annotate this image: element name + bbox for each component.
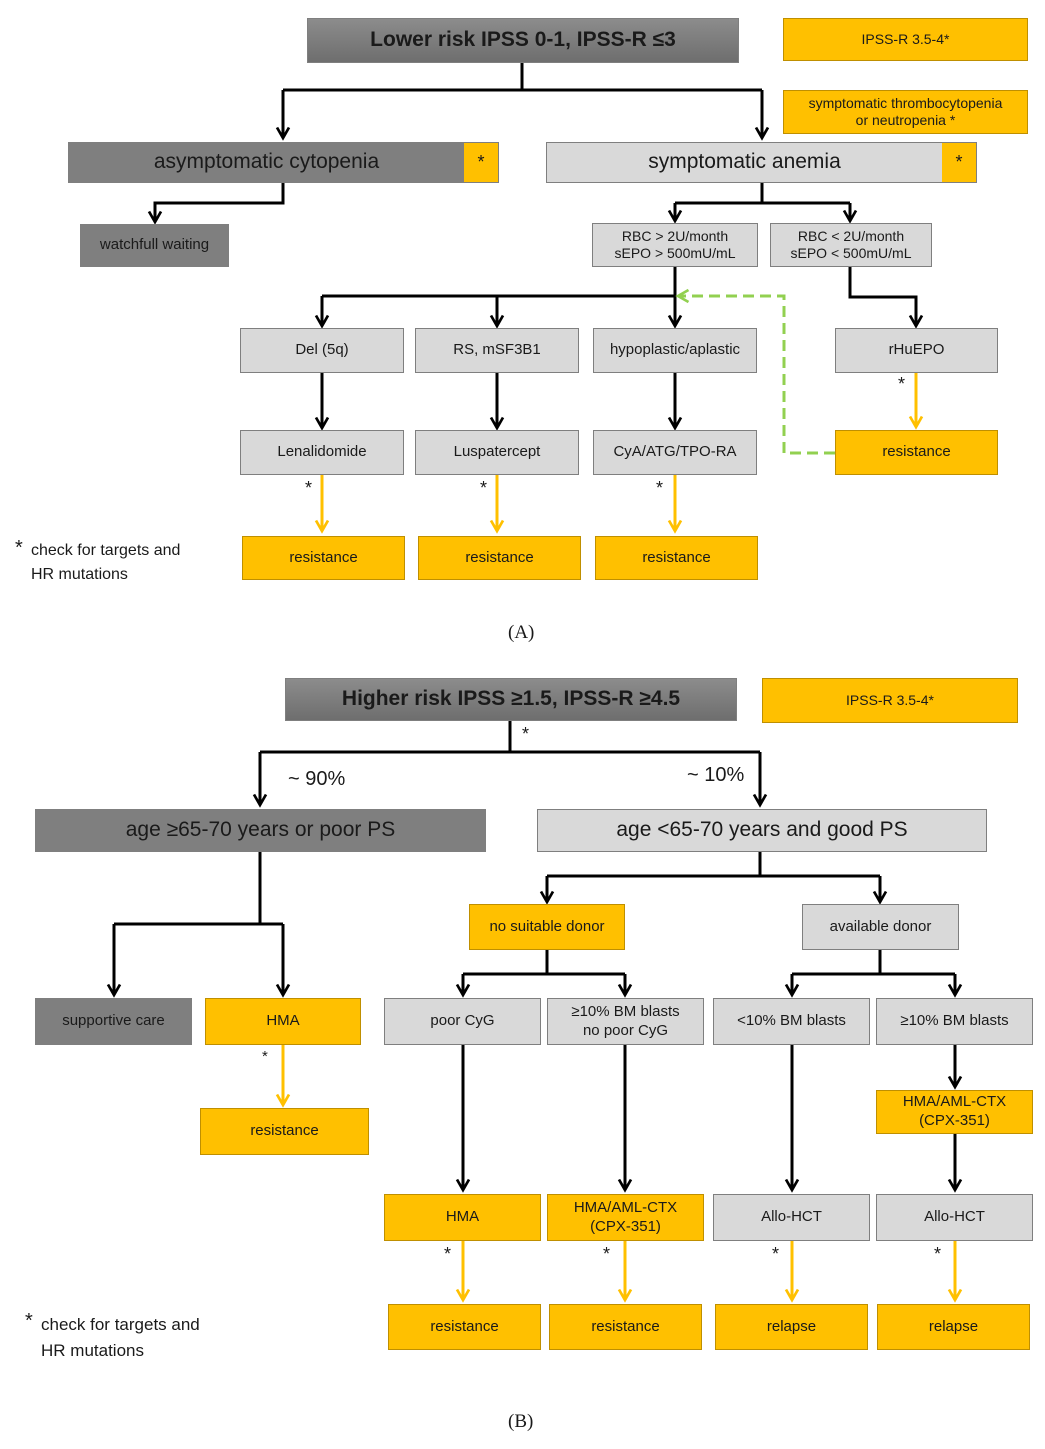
a-legend-symptomatic: symptomatic thrombocytopenia or neutrope…: [783, 90, 1028, 134]
b-blasts-no-poor-box: ≥10% BM blasts no poor CyG: [547, 998, 704, 1045]
arrow-a-dashed-green-return: [675, 288, 835, 455]
a-cya-box: CyA/ATG/TPO-RA: [593, 430, 757, 475]
b-hma-aml-mid-box: HMA/AML-CTX (CPX-351): [547, 1194, 704, 1241]
b-footnote-star: *: [25, 1310, 33, 1332]
b-allo-high-relapse-box: relapse: [877, 1304, 1030, 1350]
a-star-rhuepo: *: [898, 374, 906, 394]
a-luspatercept-box: Luspatercept: [415, 430, 579, 475]
b-blasts-low-box: <10% BM blasts: [713, 998, 870, 1045]
b-age-old-box: age ≥65-70 years or poor PS: [35, 809, 486, 852]
a-symptomatic-label: symptomatic anemia: [648, 150, 841, 174]
a-star-lus: *: [480, 478, 488, 498]
panel-a-yellow-arrows: [314, 373, 924, 534]
a-symptomatic-box: symptomatic anemia *: [546, 142, 977, 183]
b-hma-aml-right-box: HMA/AML-CTX (CPX-351): [876, 1090, 1033, 1134]
panel-b-yellow-arrows: [275, 1045, 963, 1303]
panel-a-black-arrows: [147, 63, 924, 431]
a-asymptomatic-box: asymptomatic cytopenia *: [68, 142, 499, 183]
b-star-hma-left: *: [262, 1048, 268, 1065]
a-footnote: check for targets and HR mutations: [31, 542, 181, 583]
b-star-hma-aml: *: [603, 1244, 611, 1264]
a-rhuepo-box: rHuEPO: [835, 328, 998, 373]
a-rs-box: RS, mSF3B1: [415, 328, 579, 373]
a-lus-resistance-box: resistance: [418, 536, 581, 580]
a-cya-resistance-box: resistance: [595, 536, 758, 580]
a-star-len: *: [305, 478, 313, 498]
b-hma-aml-resistance-box: resistance: [549, 1304, 702, 1350]
b-footnote: check for targets and HR mutations: [41, 1315, 200, 1360]
b-hma-left-box: HMA: [205, 998, 361, 1045]
b-available-donor-box: available donor: [802, 904, 959, 950]
b-no-donor-box: no suitable donor: [469, 904, 625, 950]
a-panel-label: (A): [508, 622, 535, 643]
b-pct-10: ~ 10%: [687, 764, 745, 786]
b-star-title: *: [522, 724, 530, 744]
a-rhuepo-resistance-box: resistance: [835, 430, 998, 475]
b-hma-mid-box: HMA: [384, 1194, 541, 1241]
arrow-a-to-rhuepo: [848, 267, 924, 329]
a-title-box: Lower risk IPSS 0-1, IPSS-R ≤3: [307, 18, 739, 63]
b-blasts-high-box: ≥10% BM blasts: [876, 998, 1033, 1045]
b-allo-low-relapse-box: relapse: [715, 1304, 868, 1350]
b-allo-high-box: Allo-HCT: [876, 1194, 1033, 1241]
a-footnote-star: *: [15, 537, 23, 559]
b-title-box: Higher risk IPSS ≥1.5, IPSS-R ≥4.5: [285, 678, 737, 721]
b-poor-cyg-box: poor CyG: [384, 998, 541, 1045]
a-legend-ipss: IPSS-R 3.5-4*: [783, 18, 1028, 61]
b-legend-ipss: IPSS-R 3.5-4*: [762, 678, 1018, 723]
a-watchful-box: watchfull waiting: [80, 224, 229, 267]
a-symptomatic-star: *: [942, 143, 976, 182]
a-del5q-box: Del (5q): [240, 328, 404, 373]
a-rbc-high-box: RBC > 2U/month sEPO > 500mU/mL: [592, 223, 758, 267]
b-star-allo-high: *: [934, 1244, 942, 1264]
b-hma-left-resistance-box: resistance: [200, 1108, 369, 1155]
b-hma-mid-resistance-box: resistance: [388, 1304, 541, 1350]
b-star-hma-mid: *: [444, 1244, 452, 1264]
a-star-cya: *: [656, 478, 664, 498]
panel-b-black-arrows: [106, 721, 963, 1193]
arrow-a-to-watchful: [147, 183, 285, 225]
b-supportive-box: supportive care: [35, 998, 192, 1045]
b-star-allo-low: *: [772, 1244, 780, 1264]
a-hypoplastic-box: hypoplastic/aplastic: [593, 328, 757, 373]
b-allo-low-box: Allo-HCT: [713, 1194, 870, 1241]
a-rbc-low-box: RBC < 2U/month sEPO < 500mU/mL: [770, 223, 932, 267]
a-asymptomatic-star: *: [464, 143, 498, 182]
b-panel-label: (B): [508, 1411, 534, 1432]
b-age-young-box: age <65-70 years and good PS: [537, 809, 987, 852]
a-asymptomatic-label: asymptomatic cytopenia: [153, 150, 380, 174]
a-lenalidomide-box: Lenalidomide: [240, 430, 404, 475]
a-len-resistance-box: resistance: [242, 536, 405, 580]
b-pct-90: ~ 90%: [288, 768, 346, 790]
